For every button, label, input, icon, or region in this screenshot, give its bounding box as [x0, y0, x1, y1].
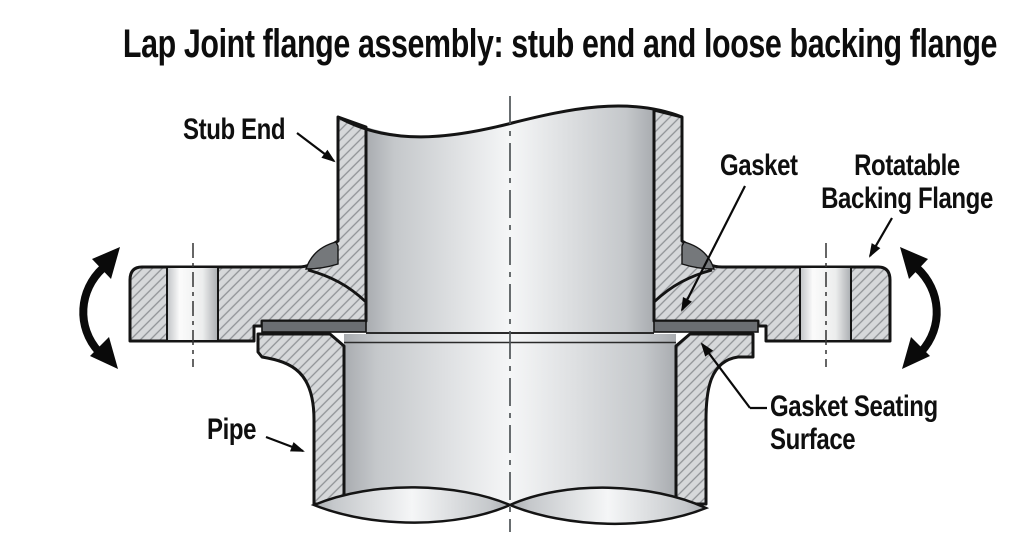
label-seating-line1: Gasket Seating	[770, 390, 938, 423]
label-rotatable-line1: Rotatable	[854, 149, 960, 182]
label-pipe: Pipe	[207, 413, 257, 446]
pipe-leader	[265, 435, 305, 453]
label-gasket: Gasket	[720, 149, 798, 182]
flare-joint-curve-right	[653, 268, 713, 304]
flare-joint-curve-left	[307, 268, 367, 304]
gasket-leader	[681, 185, 746, 312]
backing-flange-leader	[868, 217, 893, 258]
label-gasket-seating-surface: Gasket Seating Surface	[770, 390, 938, 456]
leader-arrows	[265, 132, 893, 453]
seating-surface-leader	[700, 342, 751, 409]
gasket-section-left	[261, 320, 367, 333]
pipe-lower-right-lap	[674, 332, 755, 506]
rotation-arrow-left	[79, 247, 120, 369]
stub-end-leader	[296, 132, 336, 163]
page-title: Lap Joint flange assembly: stub end and …	[122, 22, 998, 66]
pipe-break-lens-right	[506, 486, 710, 526]
label-rotatable-line2: Backing Flange	[821, 182, 993, 215]
pipe-break-line-top	[337, 104, 683, 139]
pipe-lower-left-lap	[256, 332, 346, 506]
stub-end-left-and-backing-flange-left	[128, 115, 368, 343]
upper-pipe-bore	[366, 105, 654, 333]
fillet-shadow-left	[305, 241, 339, 270]
label-rotatable-backing-flange: Rotatable Backing Flange	[807, 149, 1007, 215]
stub-end-right-and-backing-flange-right	[652, 108, 892, 343]
label-seating-line2: Surface	[770, 423, 856, 456]
gasket-section-right	[653, 320, 759, 333]
label-stub-end: Stub End	[183, 113, 286, 146]
rotation-arrow-right	[900, 247, 941, 369]
